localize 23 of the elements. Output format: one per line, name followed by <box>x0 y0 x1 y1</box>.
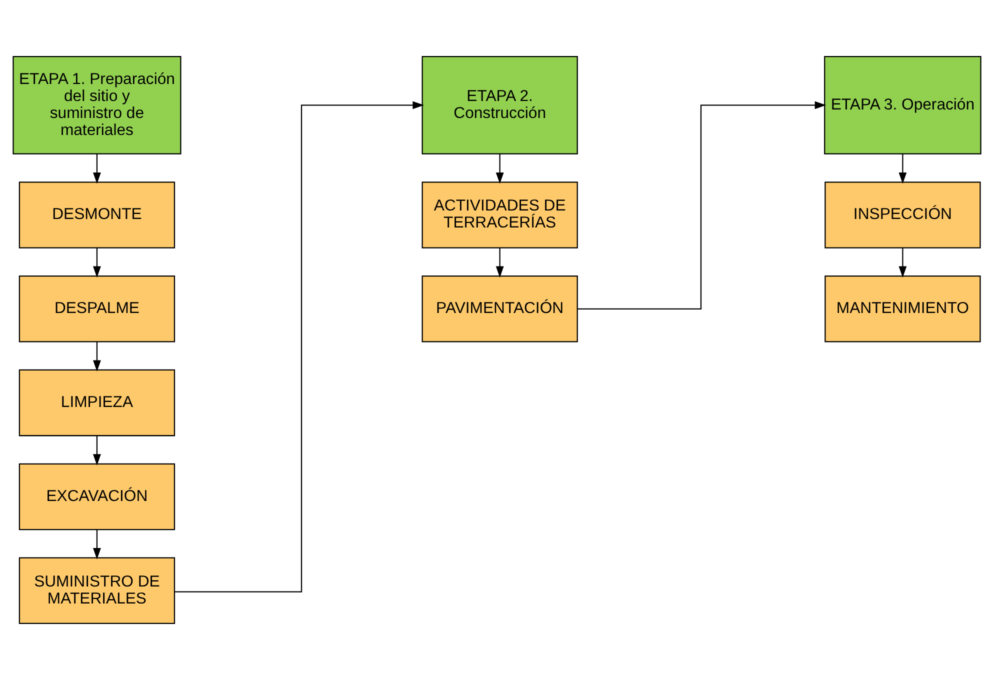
node-box: DESPALME <box>18 275 176 342</box>
arrow <box>578 100 826 309</box>
arrow <box>174 100 424 592</box>
arrow <box>93 435 101 465</box>
node-box: LIMPIEZA <box>18 368 176 436</box>
node-box: ETAPA 2. Construcción <box>422 55 578 154</box>
arrow <box>93 341 101 372</box>
node-box: PAVIMENTACIÓN <box>422 275 578 342</box>
arrow <box>496 247 504 278</box>
node-box: DESMONTE <box>18 181 176 248</box>
node-box: ACTIVIDADES DE TERRACERÍAS <box>422 181 578 248</box>
arrow <box>93 153 101 184</box>
node-box: ETAPA 1. Preparación del sitio y suministro de materiales <box>12 55 182 154</box>
node-box: SUMINISTRO DE MATERIALES <box>18 556 176 624</box>
node-box: INSPECCIÓN <box>824 181 981 248</box>
arrow <box>898 247 907 278</box>
node-box: ETAPA 3. Operación <box>824 55 982 154</box>
arrow <box>93 247 101 278</box>
node-box: EXCAVACIÓN <box>18 462 176 530</box>
arrow <box>496 153 504 184</box>
arrow <box>93 529 101 559</box>
arrow <box>898 153 907 184</box>
node-box: MANTENIMIENTO <box>824 275 981 342</box>
